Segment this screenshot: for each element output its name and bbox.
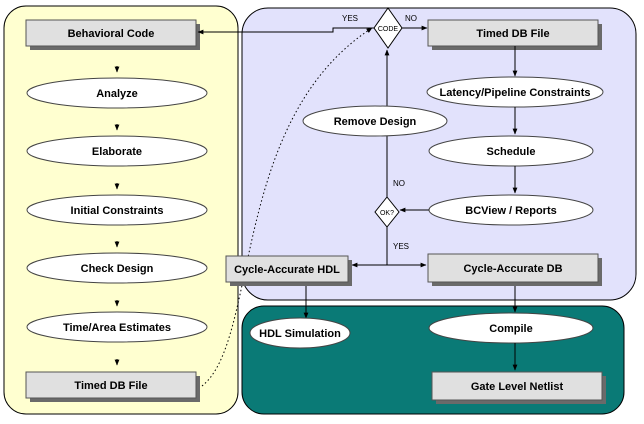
gate-level-netlist-label: Gate Level Netlist bbox=[471, 381, 564, 393]
code-decision-diamond: CODE bbox=[373, 7, 403, 49]
latency-constraints-label: Latency/Pipeline Constraints bbox=[440, 87, 591, 99]
elaborate-label: Elaborate bbox=[92, 146, 142, 158]
code-decision-label: CODE bbox=[378, 26, 399, 33]
bcview-reports-ellipse: BCView / Reports bbox=[428, 194, 594, 226]
left-timed-db-file-box: Timed DB File bbox=[25, 371, 200, 402]
time-area-estimates-label: Time/Area Estimates bbox=[63, 322, 171, 334]
behavioral-code-box: Behavioral Code bbox=[25, 19, 200, 50]
analyze-ellipse: Analyze bbox=[26, 77, 208, 109]
hdl-simulation-ellipse: HDL Simulation bbox=[249, 317, 351, 349]
elaborate-ellipse: Elaborate bbox=[26, 135, 208, 167]
initial-constraints-label: Initial Constraints bbox=[71, 205, 164, 217]
compile-ellipse: Compile bbox=[428, 312, 594, 344]
cycle-accurate-db-label: Cycle-Accurate DB bbox=[463, 263, 562, 275]
check-design-label: Check Design bbox=[81, 263, 154, 275]
cycle-accurate-hdl-label: Cycle-Accurate HDL bbox=[234, 264, 340, 276]
schedule-label: Schedule bbox=[487, 146, 536, 158]
behavioral-code-label: Behavioral Code bbox=[68, 28, 155, 40]
remove-design-label: Remove Design bbox=[334, 116, 417, 128]
ok-decision-label: OK? bbox=[380, 210, 394, 217]
remove-design-ellipse: Remove Design bbox=[302, 105, 448, 137]
right-timed-db-file-box: Timed DB File bbox=[427, 19, 602, 50]
analyze-label: Analyze bbox=[96, 88, 138, 100]
hdl-simulation-label: HDL Simulation bbox=[259, 328, 341, 340]
compile-label: Compile bbox=[489, 323, 532, 335]
arrow-code-yes-to-behavioral bbox=[197, 27, 374, 35]
cycle-accurate-hdl-box: Cycle-Accurate HDL bbox=[225, 255, 352, 286]
code-no-label: NO bbox=[405, 14, 417, 23]
latency-constraints-ellipse: Latency/Pipeline Constraints bbox=[426, 76, 604, 108]
bcview-reports-label: BCView / Reports bbox=[465, 205, 557, 217]
ok-yes-label: YES bbox=[393, 242, 409, 251]
initial-constraints-ellipse: Initial Constraints bbox=[26, 194, 208, 226]
ok-no-label: NO bbox=[393, 179, 405, 188]
check-design-ellipse: Check Design bbox=[26, 252, 208, 284]
dotted-feedback-curve bbox=[201, 27, 373, 387]
cycle-accurate-db-box: Cycle-Accurate DB bbox=[427, 253, 602, 286]
left-timed-db-file-label: Timed DB File bbox=[74, 380, 147, 392]
schedule-ellipse: Schedule bbox=[428, 135, 594, 167]
time-area-estimates-ellipse: Time/Area Estimates bbox=[26, 311, 208, 343]
right-timed-db-file-label: Timed DB File bbox=[476, 28, 549, 40]
gate-level-netlist-box: Gate Level Netlist bbox=[431, 371, 606, 404]
code-yes-label: YES bbox=[342, 14, 358, 23]
